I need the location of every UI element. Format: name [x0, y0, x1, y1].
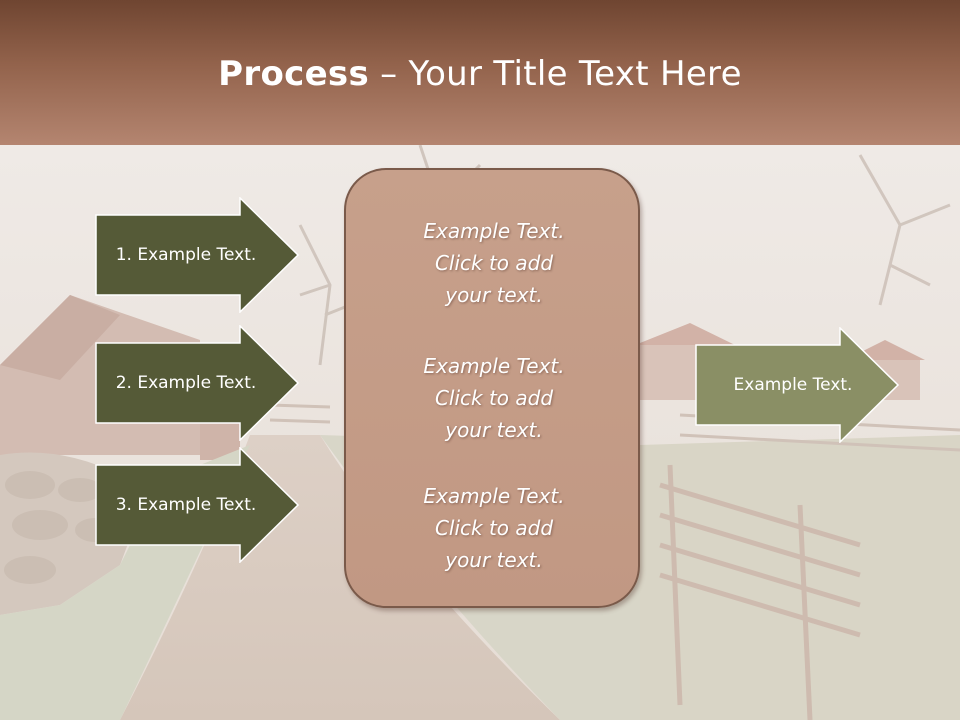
- center-text-box[interactable]: Example Text. Click to add your text. Ex…: [344, 168, 640, 608]
- process-arrow-2[interactable]: 2. Example Text.: [95, 325, 300, 441]
- result-arrow[interactable]: Example Text.: [695, 327, 900, 443]
- center-text-block-2[interactable]: Example Text. Click to add your text.: [423, 354, 565, 442]
- arrow-right-icon: [95, 447, 300, 563]
- process-arrow-1[interactable]: 1. Example Text.: [95, 197, 300, 313]
- process-arrow-label: 2. Example Text.: [115, 373, 257, 393]
- center-text-block-1[interactable]: Example Text. Click to add your text.: [423, 219, 565, 307]
- center-text-block-3[interactable]: Example Text. Click to add your text.: [423, 484, 565, 572]
- process-arrow-label: 1. Example Text.: [115, 245, 257, 265]
- arrow-right-icon: [695, 327, 900, 443]
- title-bold: Process: [218, 54, 370, 94]
- arrow-right-icon: [95, 325, 300, 441]
- title-rest: – Your Title Text Here: [369, 54, 742, 94]
- title-band: Process – Your Title Text Here: [0, 0, 960, 145]
- result-arrow-label: Example Text.: [733, 375, 853, 395]
- arrow-right-icon: [95, 197, 300, 313]
- process-arrow-label: 3. Example Text.: [115, 495, 257, 515]
- slide-title: Process – Your Title Text Here: [0, 52, 960, 96]
- process-arrow-3[interactable]: 3. Example Text.: [95, 447, 300, 563]
